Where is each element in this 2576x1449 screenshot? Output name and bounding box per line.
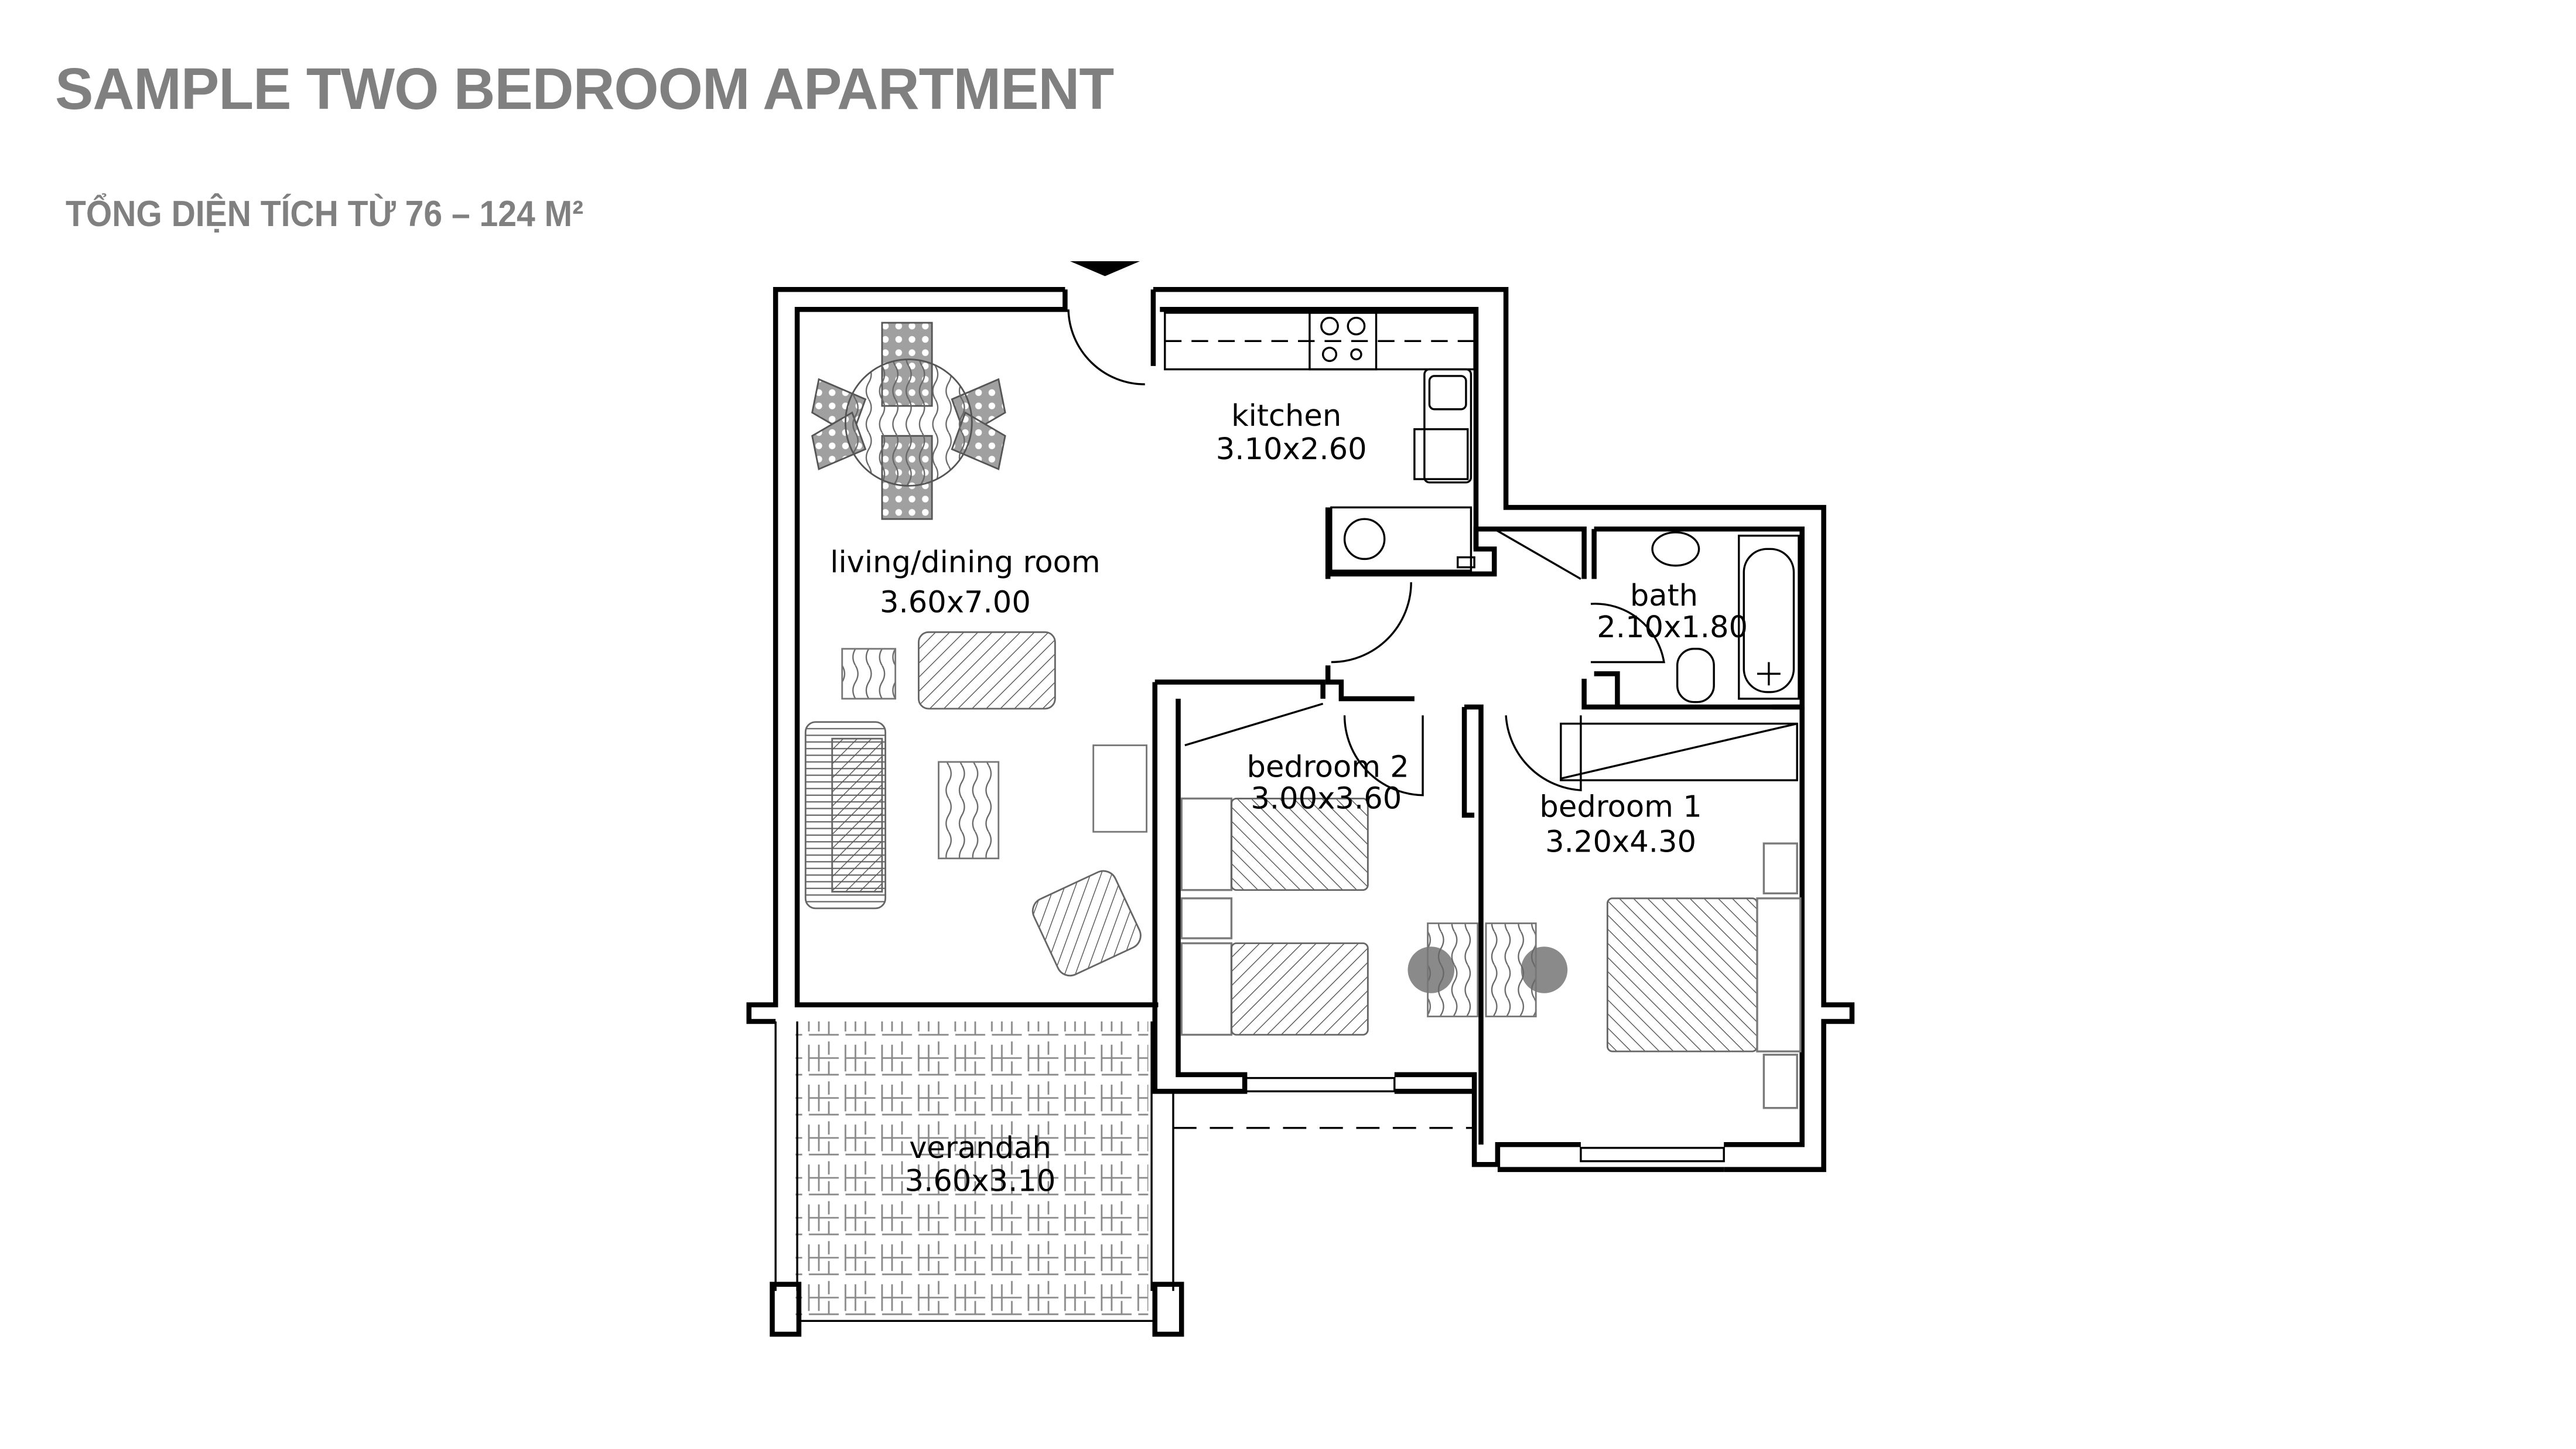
bath-fixtures [1494,528,1800,703]
entrance-arrow-icon [1070,261,1140,276]
stove-burner-icon [1320,316,1339,336]
room-dims-bath: 2.10x1.80 [1597,610,1748,645]
room-dims-verandah: 3.60x3.10 [905,1164,1056,1199]
total-area-subtitle: TỔNG DIỆN TÍCH TỪ 76 – 124 M² [66,194,584,234]
doors [1067,309,1665,797]
room-labels: kitchen 3.10x2.60 living/dining room 3.6… [830,399,1748,1199]
sink-icon [1423,368,1473,484]
room-name-verandah: verandah [909,1131,1051,1166]
dining-table [811,322,1006,520]
room-dims-kitchen: 3.10x2.60 [1216,432,1367,467]
room-name-bath: bath [1630,579,1698,613]
room-dims-bedroom-1: 3.20x4.30 [1545,825,1696,859]
room-name-kitchen: kitchen [1231,399,1341,433]
bedroom-2-furniture [1180,702,1479,1036]
verandah [770,1021,1475,1337]
living-furniture [804,631,1147,977]
windows [1243,1077,1725,1163]
room-name-bedroom-1: bedroom 1 [1539,790,1702,825]
room-name-living: living/dining room [830,545,1100,580]
room-dims-bedroom-2: 3.00x3.60 [1251,781,1402,816]
kitchen-fixtures [1164,312,1475,572]
room-dims-living: 3.60x7.00 [880,585,1031,620]
bedroom-1-furniture [1485,722,1802,1109]
washer-icon [1343,518,1386,561]
page-title: SAMPLE TWO BEDROOM APARTMENT [55,56,1114,122]
room-name-bedroom-2: bedroom 2 [1247,750,1409,784]
toilet-icon [1676,648,1715,703]
